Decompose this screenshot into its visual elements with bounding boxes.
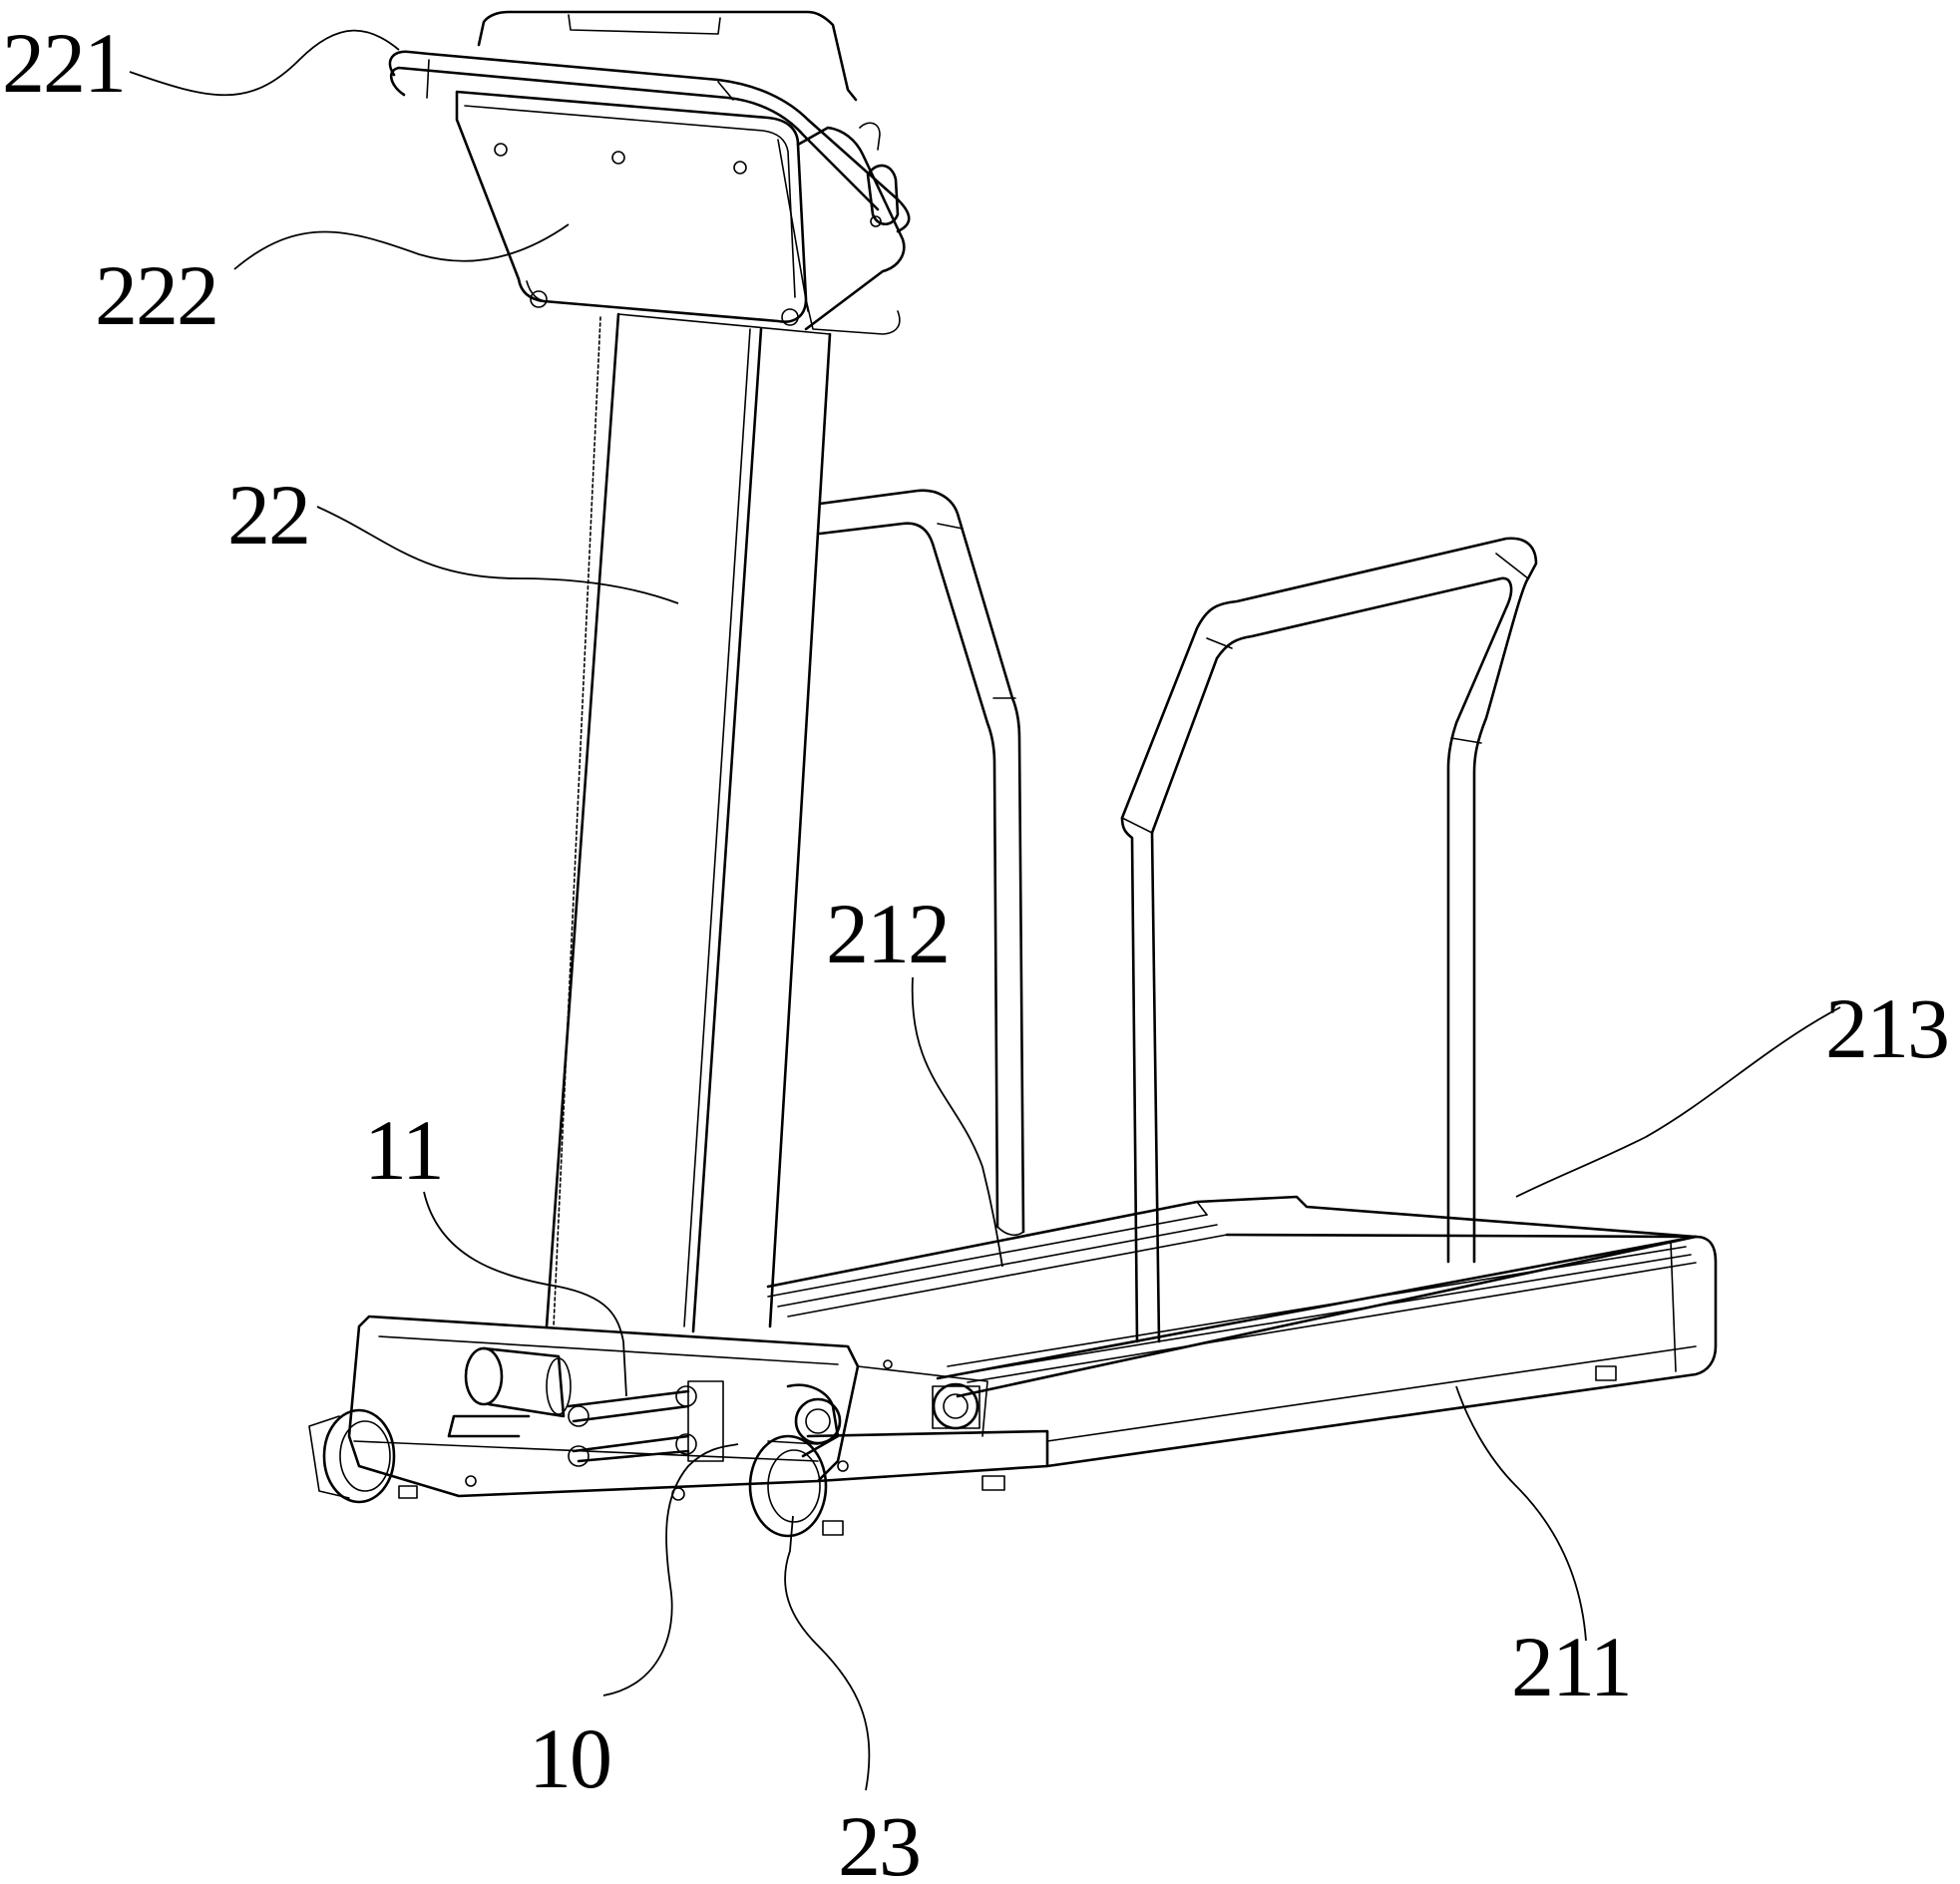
label-11: 11 [364, 1102, 443, 1198]
base-housing [347, 1315, 1049, 1501]
label-211: 211 [1511, 1619, 1631, 1714]
side-frame [956, 1235, 1718, 1491]
label-212: 212 [826, 886, 949, 981]
console-head [388, 10, 911, 335]
running-deck [766, 1195, 1698, 1383]
label-213: 213 [1825, 980, 1948, 1076]
handrail-rear [818, 489, 1025, 1237]
label-10: 10 [529, 1710, 610, 1806]
handrail-front [1120, 537, 1538, 1343]
leader-lines [129, 29, 1841, 1791]
label-222: 222 [95, 247, 217, 343]
wheel-right [748, 1434, 844, 1538]
label-23: 23 [838, 1798, 920, 1884]
wheel-left [308, 1408, 418, 1504]
upright-column [545, 312, 832, 1333]
label-221: 221 [2, 15, 125, 111]
label-22: 22 [227, 467, 309, 563]
